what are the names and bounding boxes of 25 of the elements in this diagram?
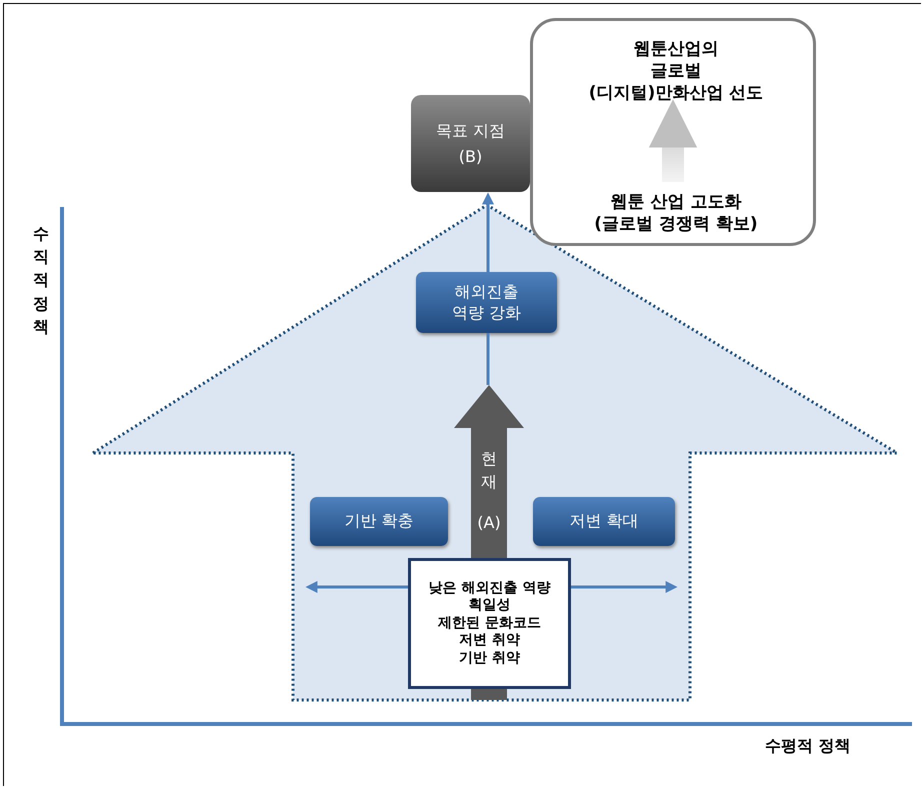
strategy-box <box>310 497 448 546</box>
strategy-box <box>533 497 675 546</box>
target-box <box>411 95 530 192</box>
arrow-sublabel: (A) <box>476 513 502 532</box>
rounded-frame <box>530 18 816 246</box>
axis-label: 수직적 정책 <box>32 223 50 338</box>
box-label: 저변 확대 <box>569 511 639 532</box>
list-item: 낮은 해외진출 역량 <box>428 580 550 598</box>
arrow-label: 현재 <box>480 448 498 494</box>
strategy-box <box>416 272 557 333</box>
block-arrow <box>648 99 698 182</box>
axis-label: 수평적 정책 <box>765 736 851 757</box>
goal-text: 웹툰산업의 글로벌 (디지털)만화산업 선도 <box>588 38 764 104</box>
box-label: 기반 확충 <box>344 511 414 532</box>
arrow <box>482 192 494 272</box>
list-item: 제한된 문화코드 <box>438 614 541 632</box>
arrow <box>571 581 678 593</box>
upgrade-text: 웹툰 산업 고도화 (글로벌 경쟁력 확보) <box>594 190 758 236</box>
box-label: 목표 지점 (B) <box>436 120 506 168</box>
arrow <box>305 581 408 593</box>
box-label: 해외진출 역량 강화 <box>452 282 522 324</box>
list-item: 저변 취약 <box>459 632 520 650</box>
list-item: 획일성 <box>468 597 510 615</box>
list-item: 기반 취약 <box>459 650 520 668</box>
status-box <box>408 558 571 689</box>
